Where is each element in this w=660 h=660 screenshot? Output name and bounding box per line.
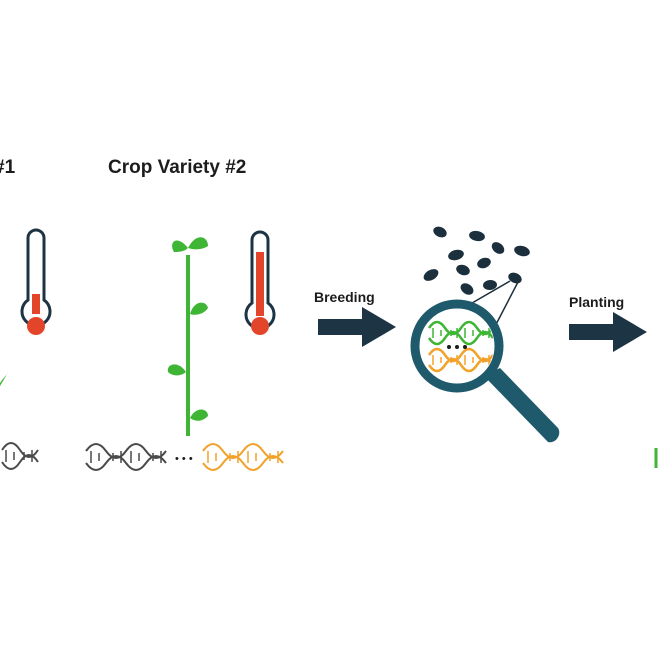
crop-variety-2-title: Crop Variety #2 — [108, 157, 247, 178]
dna-variety-1-icon — [1, 442, 39, 470]
lens-ellipsis-icon — [447, 345, 467, 349]
dna-orange-icon — [202, 443, 284, 471]
plant-1-leaf-icon — [0, 372, 8, 386]
dna-ellipsis: • • • — [175, 453, 193, 465]
thermometer-2-icon — [244, 230, 276, 335]
dna-gray-icon — [85, 443, 167, 471]
crop-variety-1-title: #1 — [0, 157, 16, 178]
breeding-label: Breeding — [314, 289, 375, 305]
planting-arrow-icon — [569, 312, 647, 352]
thermometer-1-icon — [20, 228, 52, 335]
lens-dna-orange-icon — [427, 347, 494, 373]
plant-2-icon — [167, 237, 208, 436]
breeding-arrow-icon — [318, 307, 396, 347]
magnifying-glass-icon — [410, 299, 560, 443]
lens-dna-green-icon — [427, 320, 494, 346]
planting-label: Planting — [569, 294, 625, 310]
seeds-icon — [423, 226, 530, 295]
